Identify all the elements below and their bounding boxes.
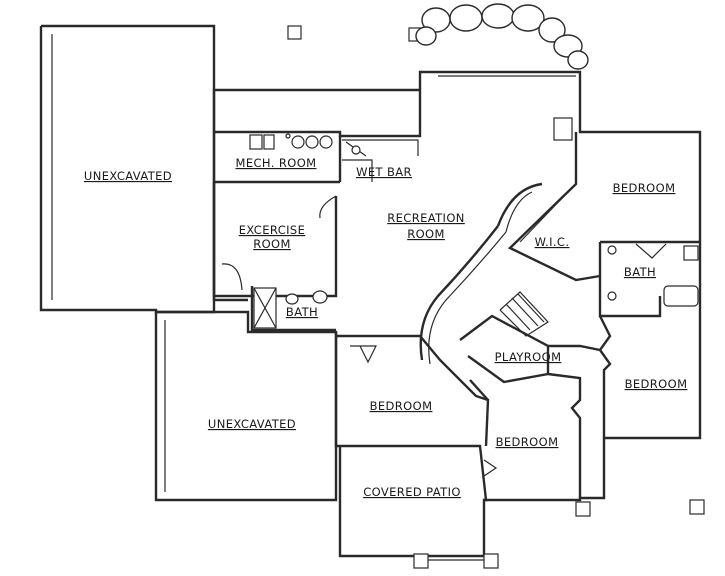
top-window <box>438 71 576 77</box>
bedroom-center-walls <box>336 334 490 447</box>
label-bedroom-bottom: BEDROOM <box>496 435 559 449</box>
bedroom-bottom-walls <box>469 372 582 498</box>
label-mech-room: MECH. ROOM <box>236 156 317 170</box>
mech-room <box>214 133 340 184</box>
label-bedroom-top-right: BEDROOM <box>613 181 676 195</box>
label-exercise-room-1: EXCERCISE <box>239 223 306 237</box>
label-unexcavated-top: UNEXCAVATED <box>84 169 172 183</box>
column-top-left <box>287 25 302 40</box>
label-covered-patio: COVERED PATIO <box>363 485 461 499</box>
playroom <box>459 314 601 384</box>
wet-bar <box>338 136 419 182</box>
label-playroom: PLAYROOM <box>495 350 562 364</box>
stairs <box>499 291 549 337</box>
label-bedroom-right: BEDROOM <box>625 377 688 391</box>
label-exercise-room-2: ROOM <box>253 237 291 251</box>
label-wic: W.I.C. <box>535 235 570 249</box>
rock-landscape <box>415 3 589 70</box>
label-unexcavated-bottom: UNEXCAVATED <box>208 417 296 431</box>
exterior-walls <box>212 70 702 558</box>
bath-left <box>250 286 336 332</box>
label-bedroom-center: BEDROOM <box>370 399 433 413</box>
label-wet-bar: WET BAR <box>356 165 412 179</box>
wic-area <box>507 132 601 282</box>
label-bath-right: BATH <box>624 265 656 279</box>
label-recreation-room-1: RECREATION <box>387 211 465 225</box>
patio-columns <box>413 499 705 569</box>
unexcavated-bottom-area <box>154 310 338 502</box>
label-recreation-room-2: ROOM <box>407 227 445 241</box>
bedroom-right-walls <box>598 315 612 438</box>
bath-right <box>598 240 700 318</box>
label-bath-left: BATH <box>286 305 318 319</box>
